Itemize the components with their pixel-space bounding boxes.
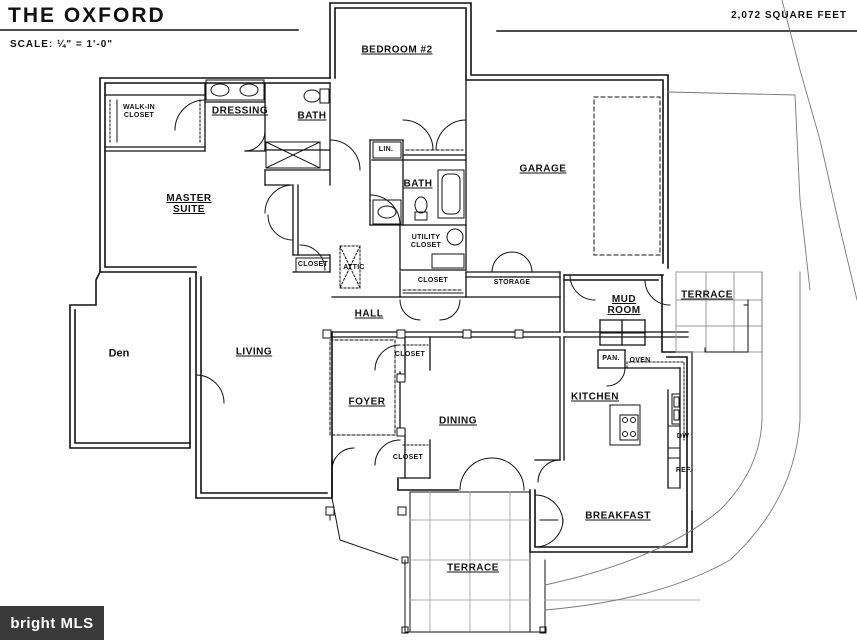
room-label-oven: OVEN [629, 357, 651, 364]
room-label-foyer: FOYER [348, 396, 386, 408]
scale-note: SCALE: ¼" = 1'-0" [10, 39, 114, 50]
room-label-dining-closet: CLOSET [392, 454, 424, 461]
rear-terrace-drawing [329, 491, 701, 633]
room-label-hall: HALL [354, 308, 384, 320]
room-label-master-bath: BATH [297, 110, 327, 122]
posts [322, 329, 547, 634]
room-label-walk-in-closet: WALK-IN CLOSET [123, 104, 155, 120]
room-label-garage: GARAGE [519, 163, 567, 175]
room-label-dressing: DRESSING [211, 105, 269, 117]
walk-in-line-1: WALK-IN [122, 104, 156, 111]
watermark-text: bright MLS [10, 614, 94, 632]
interior-walls [104, 79, 689, 489]
bright-mls-watermark: bright MLS [0, 606, 104, 640]
room-label-foyer-closet: CLOSET [394, 351, 426, 358]
room-label-den: Den [108, 347, 130, 360]
room-label-master-suite: MASTER SUITE [166, 193, 211, 215]
room-label-rear-terrace: TERRACE [447, 562, 499, 574]
mud-line-1: MUD [611, 294, 637, 305]
room-label-pantry: PAN. [602, 355, 620, 362]
room-label-master-closet: CLOSET [297, 261, 329, 268]
fixtures [109, 79, 685, 521]
site-lines [544, 0, 857, 611]
master-line-2: SUITE [173, 204, 205, 215]
master-line-1: MASTER [166, 193, 212, 204]
door-swings [174, 99, 671, 548]
outer-walls [69, 2, 693, 553]
room-label-refrigerator: REF. [675, 467, 693, 474]
side-terrace-drawing [675, 271, 763, 353]
utility-line-2: CLOSET [410, 242, 442, 249]
room-label-breakfast: BREAKFAST [585, 510, 651, 522]
room-label-mud-room: MUD ROOM [607, 294, 640, 316]
room-label-living: LIVING [235, 346, 273, 358]
room-label-side-terrace: TERRACE [681, 289, 733, 301]
room-label-bath-2: BATH [403, 178, 433, 190]
walk-in-line-2: CLOSET [123, 112, 155, 119]
room-label-hall-closet: CLOSET [417, 277, 449, 284]
utility-line-1: UTILITY [411, 234, 441, 241]
room-label-attic: ATTIC [343, 264, 365, 271]
plan-title: THE OXFORD [8, 4, 166, 27]
room-label-dining: DINING [439, 415, 477, 427]
mud-line-2: ROOM [607, 305, 641, 316]
room-label-dishwasher: DW [676, 433, 690, 440]
room-label-kitchen: KITCHEN [571, 391, 619, 403]
room-label-bedroom-2: BEDROOM #2 [361, 44, 433, 56]
room-label-linen: LIN. [378, 146, 394, 153]
square-footage: 2,072 SQUARE FEET [731, 10, 847, 21]
room-label-storage: STORAGE [493, 279, 531, 286]
room-label-utility-closet: UTILITY CLOSET [411, 234, 441, 250]
